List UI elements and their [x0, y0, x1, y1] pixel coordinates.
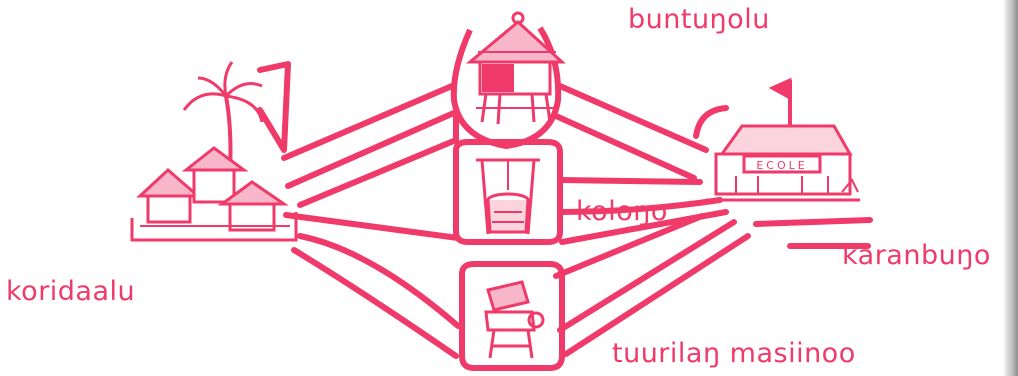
well-icon — [453, 139, 563, 245]
label-school: karanbuŋo — [842, 240, 991, 271]
village-icon — [130, 61, 298, 242]
label-village: koridaalu — [6, 276, 136, 307]
granary-hut-icon — [450, 11, 566, 150]
page-edge-shadow — [1004, 0, 1018, 376]
school-sign-text: ECOLE — [756, 159, 807, 172]
label-hut: buntuŋolu — [628, 4, 770, 35]
grain-mill-icon — [459, 261, 565, 371]
school-icon — [706, 77, 860, 202]
label-well: koloŋo — [576, 196, 668, 227]
road-network — [257, 61, 873, 359]
label-mill: tuurilaŋ masiinoo — [612, 338, 856, 369]
